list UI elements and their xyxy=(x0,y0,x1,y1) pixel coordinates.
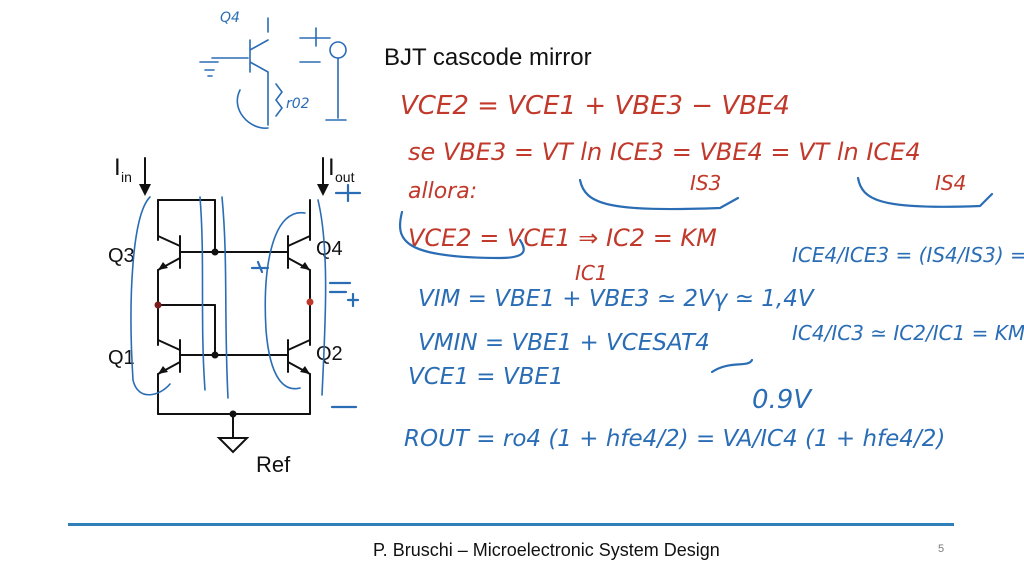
iin-label: I xyxy=(114,154,121,181)
blue-ratio-ic: IC4/IC3 ≃ IC2/IC1 = KM xyxy=(792,321,1024,345)
iout-label: I xyxy=(328,154,335,181)
blue-plus-right xyxy=(346,292,360,308)
blue-eq-rout: ROUT = ro4 (1 + hfe4/2) = VA/IC4 (1 + hf… xyxy=(404,426,945,452)
blue-bracket-vce xyxy=(398,210,525,260)
q1-collector-lead xyxy=(157,339,181,351)
blue-value-0-9v: 0.9V xyxy=(752,385,813,415)
q1-emitter-arrow xyxy=(158,366,168,374)
q1-base-node xyxy=(211,351,219,359)
sketch-plus xyxy=(299,27,331,47)
sketch-q4-label: Q4 xyxy=(220,10,240,26)
ref-label: Ref xyxy=(256,452,291,477)
red-denominator-ic1: IC1 xyxy=(575,261,608,285)
red-allora: allora: xyxy=(408,179,477,204)
q3-base-node xyxy=(211,248,219,256)
blue-eq-vce1: VCE1 = VBE1 xyxy=(408,364,564,390)
red-denominator-is3: IS3 xyxy=(690,171,721,195)
blue-loop-left xyxy=(130,196,171,396)
blue-eq-vim: VIM = VBE1 + VBE3 ≃ 2Vγ ≃ 1,4V xyxy=(418,286,816,312)
blue-loop-right xyxy=(264,212,306,390)
sketch-ro2-label: r02 xyxy=(286,96,310,112)
blue-eq-vmin: VMIN = VBE1 + VCESAT4 xyxy=(418,330,710,356)
ground-icon xyxy=(216,437,250,454)
iout-arrowhead xyxy=(317,184,329,196)
mid-node-right xyxy=(306,298,314,306)
q4-collector-lead xyxy=(287,235,311,247)
sketch-transistor xyxy=(211,17,283,129)
iin-arrowhead xyxy=(139,184,151,196)
blue-loop-far-right xyxy=(317,199,327,396)
red-eq-km: VCE2 = VCE1 ⇒ IC2 = KM xyxy=(408,224,717,252)
mid-node-left xyxy=(154,301,162,309)
blue-bracket-vbe4 xyxy=(856,176,994,208)
q2-collector-lead xyxy=(287,339,311,351)
iin-subscript: in xyxy=(121,169,132,185)
sketch-wires xyxy=(299,57,347,121)
q3-collector-lead xyxy=(157,235,181,247)
q3-emitter-arrow xyxy=(158,262,168,270)
blue-plus-top xyxy=(334,183,362,203)
q3-label: Q3 xyxy=(108,245,135,267)
footer-text: P. Bruschi – Microelectronic System Desi… xyxy=(373,540,720,560)
q1-label: Q1 xyxy=(108,347,135,369)
footer-rule xyxy=(68,523,954,526)
q4-emitter-arrow xyxy=(300,262,310,270)
q2-label: Q2 xyxy=(316,343,343,365)
q2-emitter-arrow xyxy=(300,366,310,374)
iout-subscript: out xyxy=(335,169,355,185)
blue-loop-mid-left xyxy=(199,196,206,391)
slide-title: BJT cascode mirror xyxy=(384,44,592,71)
red-eq-vbe-log: se VBE3 = VT ln ICE3 = VBE4 = VT ln ICE4 xyxy=(408,138,921,166)
red-eq-vce2: VCE2 = VCE1 + VBE3 − VBE4 xyxy=(400,91,790,121)
blue-approx-arrow xyxy=(710,358,754,374)
red-denominator-is4: IS4 xyxy=(935,171,966,195)
blue-bracket-vbe3 xyxy=(578,178,740,211)
sketch-ground-icon xyxy=(199,61,219,77)
blue-plus-mark xyxy=(250,260,270,274)
blue-loop-mid xyxy=(221,196,229,399)
blue-dash-marks xyxy=(328,281,352,294)
q4-label: Q4 xyxy=(316,238,343,260)
blue-ratio-ice: ICE4/ICE3 = (IS4/IS3) = KM xyxy=(792,243,1024,267)
page-number: 5 xyxy=(938,543,945,555)
